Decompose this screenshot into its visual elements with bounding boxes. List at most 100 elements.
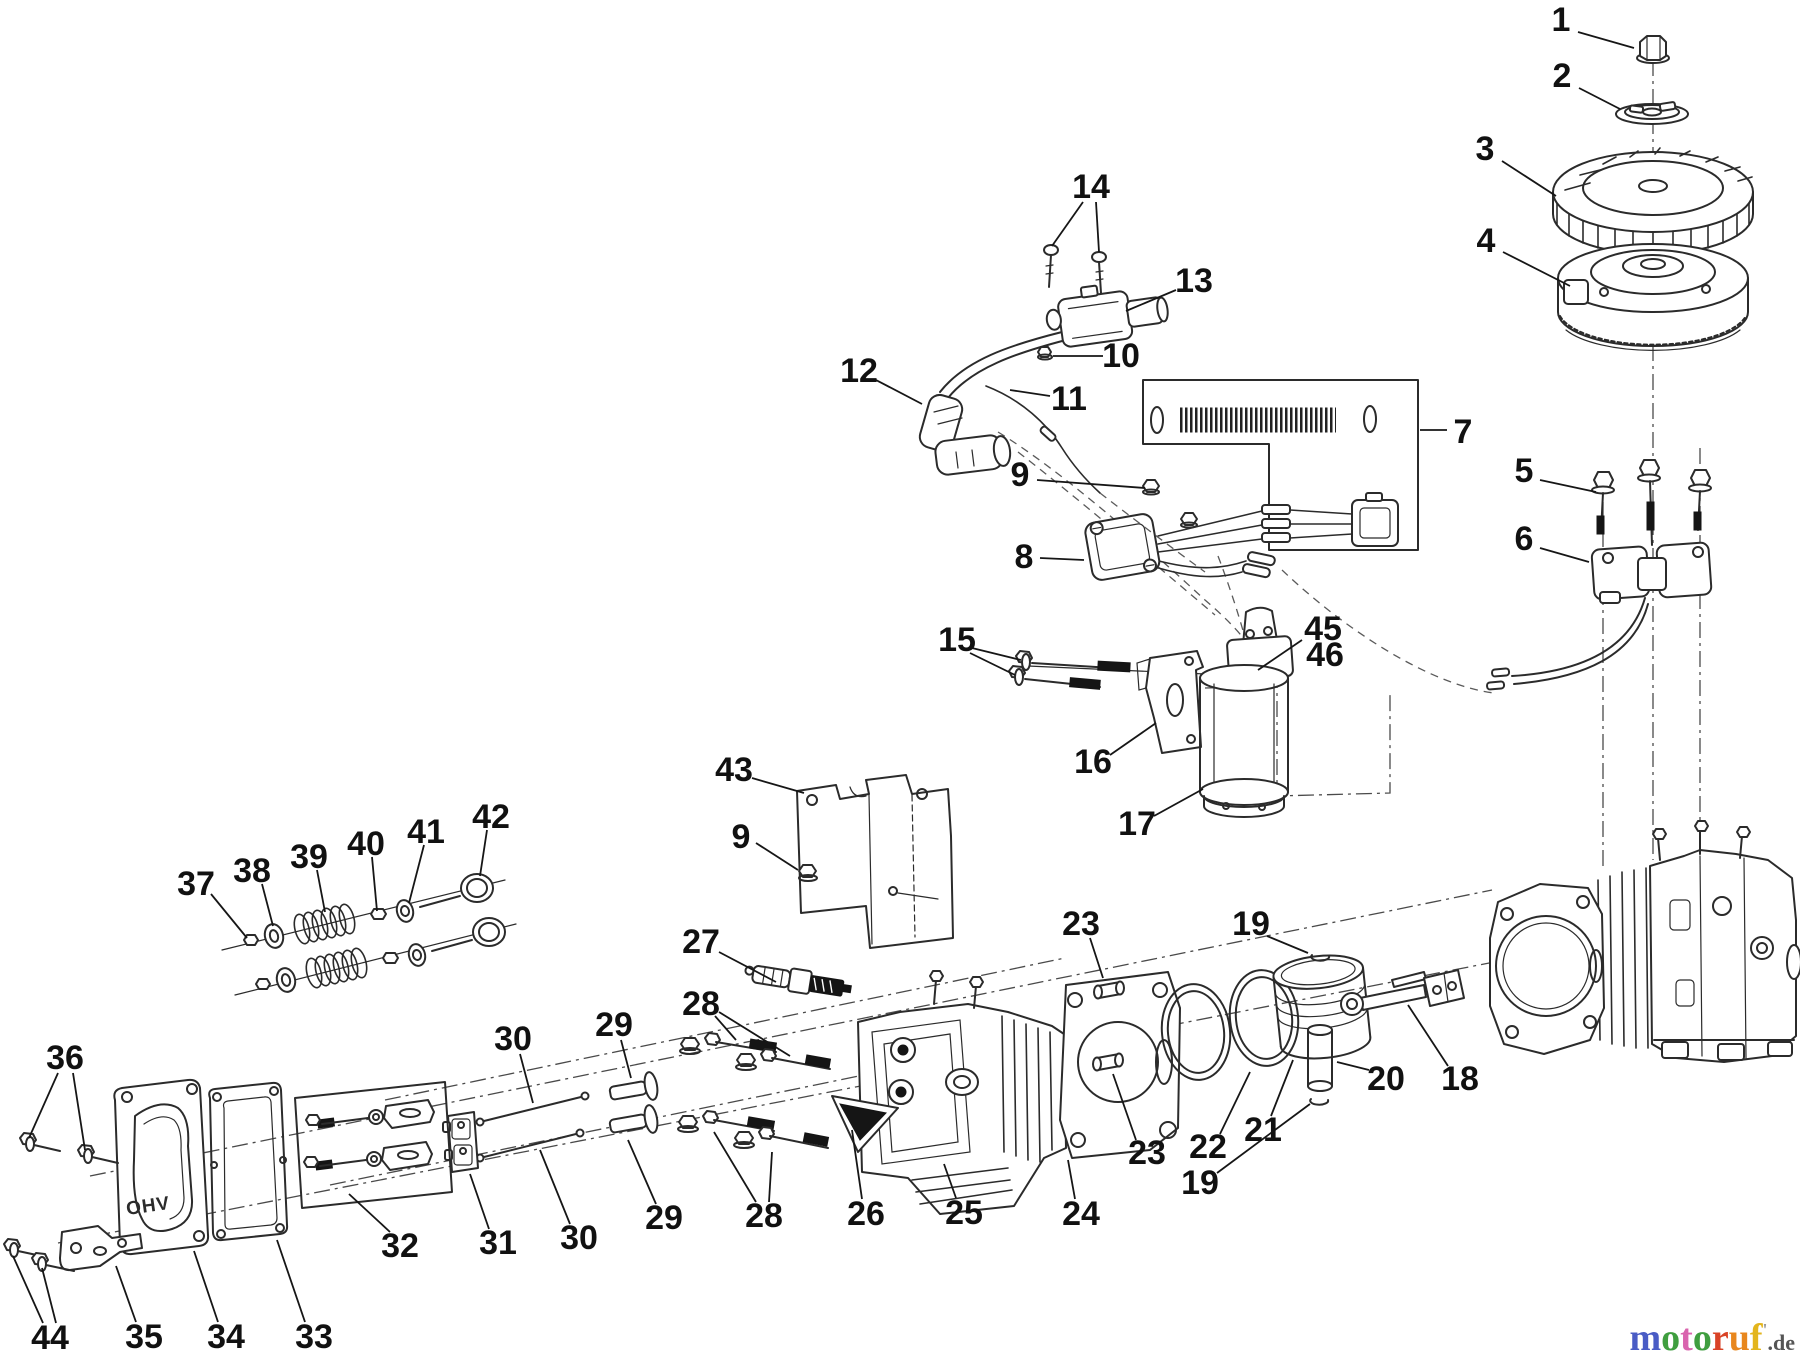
callout-leader-26 — [851, 1129, 863, 1200]
callout-leader-33 — [276, 1239, 306, 1323]
callout-leader-15 — [969, 652, 1016, 676]
callout-9: 9 — [1011, 456, 1030, 494]
callout-leader-28 — [713, 1131, 757, 1203]
connecting-rod-part — [1340, 969, 1465, 1016]
flywheel-part — [1557, 243, 1749, 351]
starter-cup-part — [1615, 101, 1689, 125]
callout-leader-23 — [1089, 937, 1104, 979]
callout-20: 20 — [1367, 1060, 1405, 1098]
callout-leader-15 — [971, 647, 1022, 661]
tappets-part — [608, 1071, 659, 1134]
callout-leader-1 — [1577, 31, 1635, 49]
callout-33: 33 — [295, 1318, 333, 1356]
callout-leader-5 — [1539, 479, 1597, 493]
callout-44: 44 — [31, 1319, 69, 1357]
callout-leader-35 — [115, 1265, 137, 1323]
callout-34: 34 — [207, 1318, 245, 1356]
callout-leader-17 — [1153, 788, 1204, 817]
bracket-bolts-part — [3, 1238, 75, 1272]
nut-9c — [1180, 512, 1198, 529]
coil-bolts-part — [1591, 459, 1712, 546]
crankcase-cylinder-part — [1489, 820, 1800, 1063]
callout-43: 43 — [715, 751, 753, 789]
callout-17: 17 — [1118, 805, 1156, 843]
callout-46: 46 — [1306, 636, 1344, 674]
watermark-text: motoruf'.de — [1630, 1317, 1796, 1359]
callout-leader-36 — [72, 1072, 86, 1151]
callout-leader-24 — [1067, 1159, 1076, 1200]
callout-23: 23 — [1062, 905, 1100, 943]
callout-42: 42 — [472, 798, 510, 836]
callout-layer: 1234567899101112131415161718191920212223… — [12, 1, 1635, 1357]
callout-38: 38 — [233, 852, 271, 890]
callout-13: 13 — [1175, 262, 1213, 300]
cover-bolts-part — [19, 1132, 119, 1164]
callout-14: 14 — [1072, 168, 1110, 206]
callout-leader-43 — [751, 777, 805, 794]
baffle-part — [831, 1095, 899, 1153]
callout-leader-13 — [1125, 289, 1177, 312]
head-bolts-part — [677, 1032, 832, 1149]
callout-leader-25 — [943, 1163, 957, 1199]
callout-40: 40 — [347, 825, 385, 863]
callout-3: 3 — [1476, 130, 1495, 168]
callout-30: 30 — [560, 1219, 598, 1257]
callout-leader-36 — [28, 1072, 59, 1139]
dowel-pins-part — [1092, 980, 1125, 1072]
callout-9: 9 — [732, 818, 751, 856]
cover-gasket-part — [208, 1081, 289, 1242]
valve-cover-part: OHV — [113, 1078, 210, 1256]
callout-leader-40 — [371, 856, 378, 912]
callout-leader-20 — [1336, 1061, 1370, 1071]
callout-27: 27 — [682, 923, 720, 961]
callout-45: 45 — [1304, 610, 1342, 648]
callout-leader-16 — [1109, 722, 1157, 756]
valve-train-row1 — [221, 873, 506, 951]
callout-leader-30 — [539, 1149, 571, 1225]
callout-18: 18 — [1441, 1060, 1479, 1098]
callout-21: 21 — [1244, 1111, 1282, 1149]
callout-19: 19 — [1232, 905, 1270, 943]
callout-15: 15 — [938, 621, 976, 659]
callout-26: 26 — [847, 1195, 885, 1233]
callout-35: 35 — [125, 1318, 163, 1356]
callout-leader-27 — [718, 951, 777, 983]
callout-leader-29 — [620, 1039, 632, 1079]
callout-leader-42 — [479, 829, 488, 877]
callout-29: 29 — [595, 1006, 633, 1044]
callout-leader-28 — [714, 1015, 737, 1041]
ignition-coil-part — [1486, 541, 1713, 691]
callout-leader-18 — [1407, 1004, 1449, 1067]
callout-leader-11 — [1009, 389, 1051, 397]
callout-37: 37 — [177, 865, 215, 903]
callout-16: 16 — [1074, 743, 1112, 781]
callout-leader-28 — [768, 1151, 773, 1203]
cooling-fan-part — [1552, 147, 1754, 255]
piston-pin-part — [1307, 1024, 1333, 1092]
callout-leader-30 — [519, 1053, 534, 1104]
kill-switch-solenoid-part — [939, 284, 1169, 399]
wire-harness-box-part — [1142, 379, 1419, 551]
callout-28: 28 — [682, 985, 720, 1023]
callout-12: 12 — [840, 352, 878, 390]
callout-22: 22 — [1189, 1128, 1227, 1166]
callout-2: 2 — [1553, 57, 1572, 95]
flywheel-nut-part — [1636, 35, 1670, 64]
callout-leader-23 — [1112, 1073, 1137, 1141]
rod-guide-plate-part — [442, 1111, 479, 1173]
pin-clips-part — [1309, 954, 1331, 1106]
callout-24: 24 — [1062, 1195, 1100, 1233]
callout-19: 19 — [1181, 1164, 1219, 1202]
callout-leader-44 — [41, 1267, 57, 1324]
callout-11: 11 — [1051, 380, 1087, 418]
starter-motor-part — [1199, 606, 1294, 818]
watermark-logo: motoruf'.de — [1630, 1317, 1796, 1359]
valve-train-row2 — [234, 917, 517, 996]
cylinder-head-part — [857, 970, 1067, 1215]
callout-leader-14 — [1051, 201, 1084, 247]
callout-leader-34 — [193, 1250, 219, 1323]
callout-39: 39 — [290, 838, 328, 876]
callout-10: 10 — [1102, 337, 1140, 375]
